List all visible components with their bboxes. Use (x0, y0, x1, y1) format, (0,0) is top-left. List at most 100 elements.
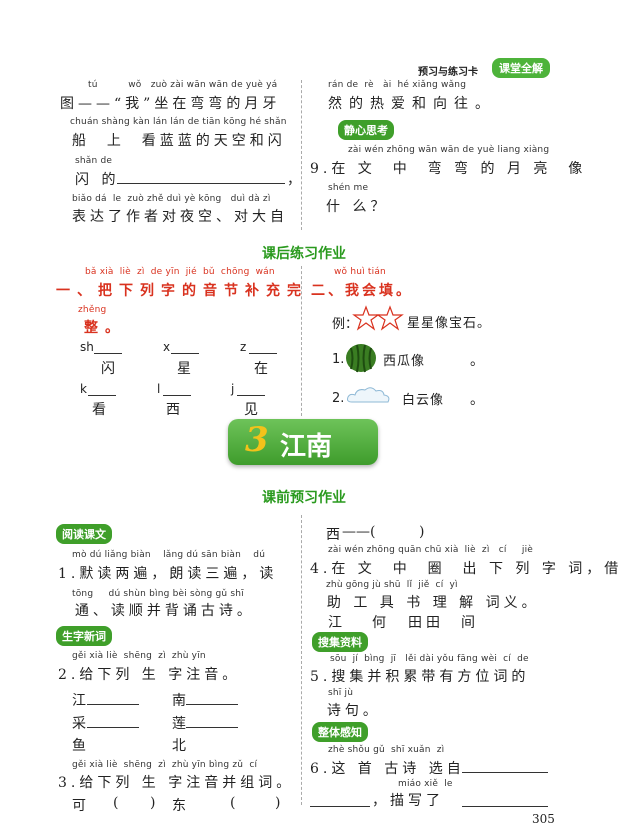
pinyin-prefix: k (80, 382, 87, 396)
column-divider-middle (301, 266, 302, 416)
char: 看 (92, 402, 110, 418)
paren-blank[interactable]: ( (113, 795, 119, 811)
watermelon-icon (346, 344, 376, 373)
pinyin-blank[interactable] (186, 727, 238, 728)
text-line: ，描写了 (372, 793, 444, 809)
item-end: 。 (470, 353, 488, 369)
char: 可 (72, 798, 86, 814)
pinyin-line: shǎn de (75, 156, 113, 166)
pinyin-line: gěi xià liè shēng zì zhù yīn (72, 651, 206, 661)
section-tag-read: 阅读课文 (56, 524, 112, 544)
char: 见 (244, 402, 262, 418)
text-line: 闪 的 (75, 172, 120, 188)
pinyin-blank[interactable] (186, 704, 238, 705)
item-number: 2. (332, 391, 345, 406)
item-text: 白云像 (402, 393, 445, 408)
pinyin-blank[interactable] (94, 353, 122, 354)
pinyin-blank[interactable] (163, 395, 191, 396)
text-line: 船 上 看蓝蓝的天空和闪 (72, 133, 286, 149)
example-label: 例： (332, 317, 359, 332)
section-title-before-class: 课前预习作业 (262, 490, 346, 506)
char: 西 (166, 402, 184, 418)
pinyin-line: wǒ huì tián (334, 267, 386, 277)
pinyin-line: shén me (328, 183, 369, 193)
item-end: 。 (470, 392, 488, 408)
column-divider-bottom (301, 515, 302, 805)
section-tag-think: 静心思考 (338, 120, 394, 140)
char: 莲 (172, 716, 190, 732)
pinyin-line: rán de rè ài hé xiǎng wǎng (328, 80, 467, 90)
section-tag-overview: 整体感知 (312, 722, 368, 742)
char: 南 (172, 693, 190, 709)
header-badge: 课堂全解 (492, 58, 550, 78)
pinyin-blank[interactable] (87, 704, 139, 705)
word[interactable]: 江 (328, 615, 346, 631)
pinyin-line: biǎo dá le zuò zhě duì yè kōng duì dà zì (72, 194, 271, 204)
question-2: 2.给下列 生 字注音。 (58, 667, 241, 683)
char: 在 (254, 361, 272, 377)
pinyin-line: gěi xià liè shēng zì zhù yīn bìng zǔ cí (72, 760, 258, 770)
pinyin-prefix: z (240, 340, 247, 354)
stars-icon (352, 305, 404, 331)
exercise-1-title-cont: 整。 (84, 320, 126, 336)
answer-blank[interactable] (310, 806, 370, 807)
text-line: 助 工 具 书 理 解 词义。 (310, 595, 540, 611)
pinyin-line: zhěng (78, 305, 107, 315)
question-5: 5.搜集并积累带有方位词的 (310, 669, 530, 685)
pinyin-blank[interactable] (87, 727, 139, 728)
answer-blank[interactable] (117, 183, 285, 184)
char: 星 (177, 361, 195, 377)
exercise-2-title: 二、我会填。 (311, 283, 413, 299)
char: 西 (326, 527, 340, 543)
pinyin-line: zhù gōng jù shū lǐ jiě cí yì (326, 580, 458, 590)
pinyin-line: zài wén zhōng wān wān de yuè liang xiàng (348, 145, 550, 155)
section-tag-words: 生字新词 (56, 626, 112, 646)
pinyin-line: zhè shǒu gǔ shī xuǎn zì (328, 745, 445, 755)
pinyin-line: bǎ xià liè zì de yīn jié bǔ chōng wán (85, 267, 275, 277)
paren-blank[interactable]: ( (230, 795, 236, 811)
text-line: 什 么？ (326, 199, 389, 215)
question-3: 3.给下列 生 字注音并组词。 (58, 775, 295, 791)
text-line: 图——“我”坐在弯弯的月牙 (60, 96, 281, 112)
answer-blank[interactable] (462, 806, 548, 807)
section-tag-collect: 搜集资料 (312, 632, 368, 652)
pinyin-blank[interactable] (88, 395, 116, 396)
lesson-banner (228, 419, 378, 465)
char: 鱼 (72, 738, 90, 754)
text-line: 诗句。 (310, 703, 381, 719)
cloud-icon (347, 387, 390, 403)
pinyin-line: tōng dú shùn bìng bèi sòng gǔ shī (72, 589, 244, 599)
pinyin-line: tú wǒ zuò zài wān wān de yuè yá (88, 80, 278, 90)
pinyin-line: zài wén zhōng quān chū xià liè zì cí jiè (328, 545, 534, 555)
pinyin-line: mò dú liǎng biàn lǎng dú sān biàn dú (72, 550, 266, 560)
question-6: 6.这 首 古诗 选自 (310, 761, 465, 777)
example-text: 星星像宝石。 (407, 316, 492, 331)
pinyin-blank[interactable] (171, 353, 199, 354)
lesson-title: 江南 (280, 432, 333, 462)
char: 江 (72, 693, 90, 709)
pinyin-blank[interactable] (249, 353, 277, 354)
pinyin-prefix: l (157, 382, 161, 396)
word[interactable]: 间 (461, 615, 479, 631)
text-line: 表达了作者对夜空、对大自 (72, 209, 288, 225)
page-number: 305 (532, 812, 555, 826)
pinyin-line: sōu jí bìng jī lěi dài yǒu fāng wèi cí d… (330, 654, 529, 664)
section-title-after-class: 课后练习作业 (262, 246, 346, 262)
word[interactable]: 田田 (408, 615, 444, 631)
header-title: 预习与练习卡 (418, 67, 478, 78)
question-4: 4.在 文 中 圈 出 下 列 字 词，借 (310, 561, 622, 577)
question-1: 1.默读两遍，朗读三遍，读 (58, 566, 278, 582)
lesson-number: 3 (245, 420, 269, 460)
item-text: 西瓜像 (383, 354, 426, 369)
pinyin-prefix: j (231, 382, 235, 396)
word[interactable]: 何 (372, 615, 390, 631)
pinyin-prefix: sh (80, 340, 94, 354)
paren-blank[interactable]: ——( (342, 524, 376, 540)
pinyin-line: chuán shàng kàn lán lán de tiān kōng hé … (70, 117, 287, 127)
pinyin-blank[interactable] (237, 395, 265, 396)
pinyin-line: shī jù (328, 688, 354, 698)
exercise-1-title: 一、把下列字的音节补充完 (56, 283, 308, 299)
answer-blank[interactable] (462, 772, 548, 773)
char: 东 (172, 798, 186, 814)
pinyin-prefix: x (163, 340, 171, 354)
